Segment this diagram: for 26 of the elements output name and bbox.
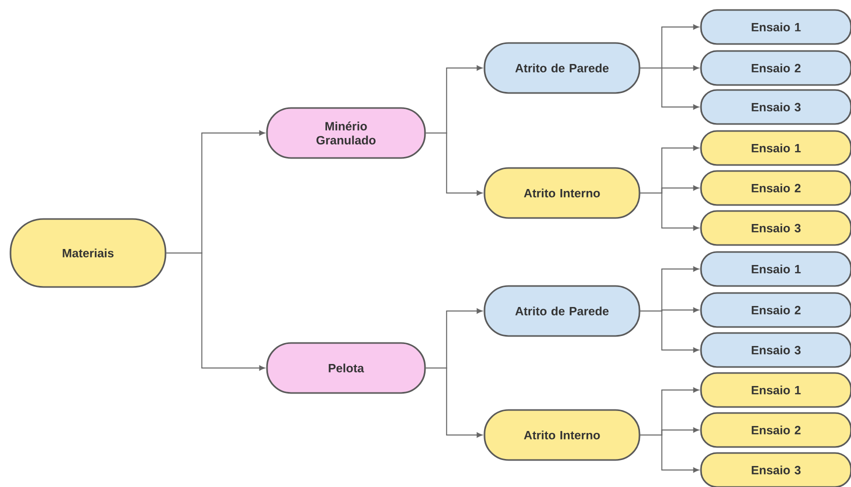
test-box: Ensaio 3 [700,332,851,368]
category-box: Minério Granulado [266,107,426,159]
test-box: Ensaio 1 [700,130,851,166]
test-box: Ensaio 1 [700,372,851,408]
test-box: Ensaio 2 [700,50,851,86]
branch-box: Atrito de Parede [484,42,640,94]
arrow [425,132,482,196]
arrow [640,310,699,353]
test-box: Ensaio 1 [700,251,851,287]
arrow [425,368,482,438]
test-box: Ensaio 1 [700,9,851,45]
test-box: Ensaio 2 [700,412,851,448]
test-box: Ensaio 2 [700,170,851,206]
branch-box: Atrito Interno [484,167,640,219]
category-box: Pelota [266,342,426,394]
root-box: Materiais [10,218,166,288]
arrow [640,192,699,231]
test-box: Ensaio 2 [700,292,851,328]
test-box: Ensaio 3 [700,89,851,125]
branch-box: Atrito de Parede [484,285,640,337]
arrow [640,68,699,110]
arrow [166,252,265,371]
arrow [640,434,699,473]
test-box: Ensaio 3 [700,452,851,487]
test-box: Ensaio 3 [700,210,851,246]
branch-box: Atrito Interno [484,409,640,461]
